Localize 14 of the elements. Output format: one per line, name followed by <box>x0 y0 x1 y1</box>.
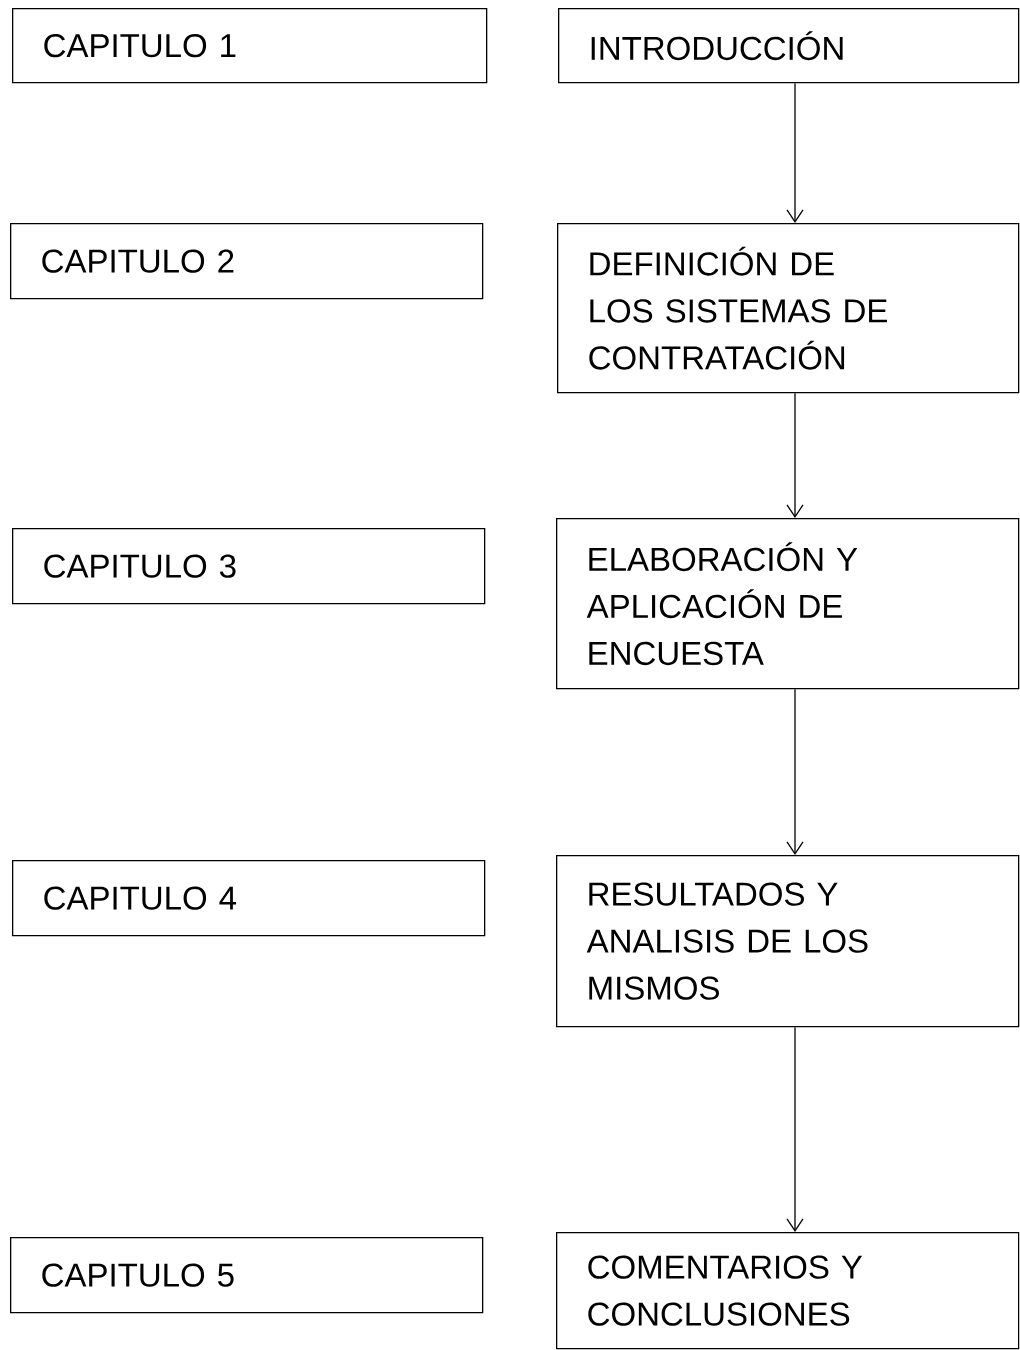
process-box: CAPITULO 5 <box>10 1237 484 1314</box>
process-box: CAPITULO 1 <box>12 8 488 84</box>
arrow <box>786 688 804 855</box>
process-box: INTRODUCCIÓN <box>558 8 1020 84</box>
process-box: ELABORACIÓN Y APLICACIÓN DE ENCUESTA <box>556 518 1020 690</box>
process-box: CAPITULO 4 <box>12 860 486 937</box>
arrow <box>786 1026 804 1232</box>
arrow <box>786 392 804 518</box>
process-box: DEFINICIÓN DE LOS SISTEMAS DE CONTRATACIÓN <box>557 223 1020 394</box>
process-box: CAPITULO 3 <box>12 528 486 605</box>
process-box: RESULTADOS Y ANALISIS DE LOS MISMOS <box>556 855 1020 1028</box>
arrow <box>786 82 804 223</box>
process-box: COMENTARIOS Y CONCLUSIONES <box>556 1232 1020 1350</box>
process-box: CAPITULO 2 <box>10 223 484 300</box>
